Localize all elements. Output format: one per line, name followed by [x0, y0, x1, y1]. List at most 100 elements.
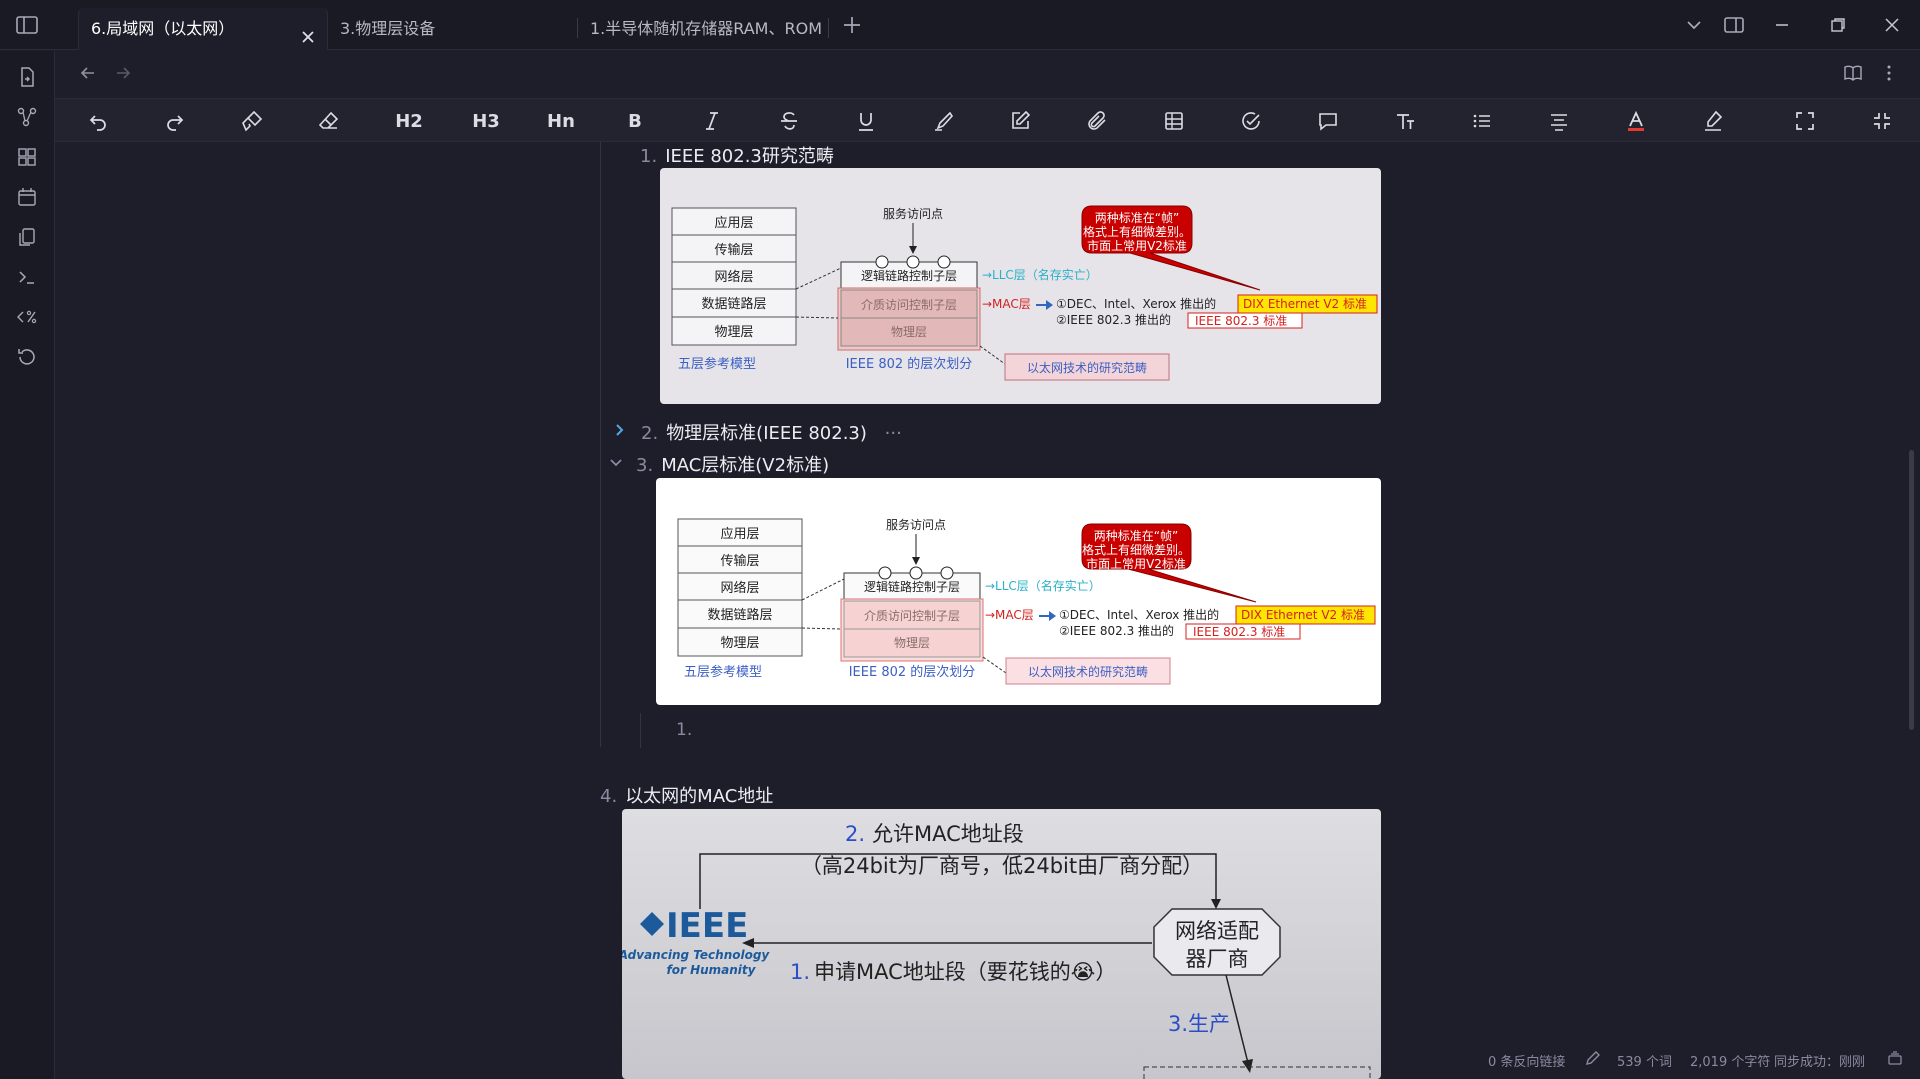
mac-note: →MAC层 — [982, 297, 1031, 311]
list-item[interactable]: 3.MAC层标准(V2标准) — [636, 451, 829, 477]
attachment-paperclip-icon[interactable] — [1084, 108, 1110, 134]
canvas-grid-icon[interactable] — [15, 145, 39, 169]
more-options-icon[interactable] — [1878, 62, 1900, 84]
bulleted-list-icon[interactable] — [1469, 108, 1495, 134]
calendar-icon[interactable] — [15, 185, 39, 209]
layer-label: 数据链路层 — [701, 296, 766, 312]
list-number: 2. — [641, 423, 659, 444]
edit-pencil-icon[interactable] — [1584, 1049, 1602, 1071]
list-item-empty[interactable]: 1. — [676, 720, 700, 740]
text-size-icon[interactable] — [1392, 108, 1418, 134]
indent-guide — [600, 142, 601, 747]
tab-local-area-network[interactable]: 6.局域网（以太网） — [78, 8, 328, 50]
backlinks-count[interactable]: 0 条反向链接 — [1488, 1055, 1566, 1070]
tab-divider — [577, 18, 578, 38]
highlight-color-icon[interactable] — [1700, 108, 1726, 134]
undo-icon[interactable] — [85, 108, 111, 134]
bold-button[interactable]: B — [628, 110, 642, 132]
vendor-label: 网络适配 — [1175, 919, 1259, 943]
comment-icon[interactable] — [1315, 108, 1341, 134]
llc-note: →LLC层（名存实亡） — [982, 267, 1098, 282]
right-sidebar-toggle-icon[interactable] — [1722, 13, 1746, 37]
mac-address-figure: 2. 允许MAC地址段 （高24bit为厂商号，低24bit由厂商分配） IEE… — [622, 809, 1381, 1079]
ieee-tagline: for Humanity — [667, 963, 757, 977]
step-2-text: 允许MAC地址段 — [872, 822, 1024, 846]
caption: 五层参考模型 — [684, 664, 762, 680]
sidebar-toggle-icon[interactable] — [14, 12, 40, 38]
ieee-8023-highlight: IEEE 802.3 标准 — [1193, 625, 1285, 639]
list-number: 1. — [676, 720, 693, 740]
back-arrow-icon[interactable] — [77, 62, 99, 84]
list-number: 1. — [640, 146, 658, 167]
template-percent-icon[interactable] — [15, 305, 39, 329]
llc-box: 逻辑链路控制子层 — [861, 268, 957, 283]
heading-3-button[interactable]: H3 — [472, 110, 500, 132]
layer-label: 物理层 — [720, 636, 759, 651]
edit-square-pen-icon[interactable] — [1007, 108, 1033, 134]
llc-note: →LLC层（名存实亡） — [985, 578, 1101, 593]
fullscreen-expand-icon[interactable] — [1792, 108, 1818, 134]
callout-text: 市面上常用V2标准 — [1086, 556, 1186, 571]
layers-stack-icon[interactable] — [1886, 1049, 1904, 1071]
highlighter-brush-icon[interactable] — [930, 108, 956, 134]
mac-note: →MAC层 — [985, 608, 1034, 622]
close-icon[interactable] — [299, 20, 317, 43]
expanded-chevron-down-icon[interactable] — [607, 454, 625, 472]
list-item[interactable]: 2.物理层标准(IEEE 802.3) ··· — [641, 419, 902, 445]
step-1-text: 申请MAC地址段（要花钱的😭） — [814, 960, 1116, 984]
layer-label: 网络层 — [720, 580, 759, 596]
new-tab-plus-icon[interactable] — [840, 13, 864, 37]
step-2-subtext: （高24bit为厂商号，低24bit由厂商分配） — [801, 854, 1203, 878]
reading-view-book-icon[interactable] — [1842, 62, 1864, 84]
collapsed-chevron-right-icon[interactable] — [611, 421, 629, 439]
format-painter-icon[interactable] — [239, 108, 265, 134]
redo-icon[interactable] — [162, 108, 188, 134]
standard-line-1: ①DEC、Intel、Xerox 推出的 — [1056, 296, 1216, 311]
step-number: 1. — [790, 960, 810, 984]
history-icon[interactable] — [15, 345, 39, 369]
collapse-shrink-icon[interactable] — [1869, 108, 1895, 134]
dix-v2-highlight: DIX Ethernet V2 标准 — [1241, 608, 1365, 622]
table-icon[interactable] — [1161, 108, 1187, 134]
terminal-icon[interactable] — [15, 265, 39, 289]
open-quick-switcher-icon[interactable] — [15, 65, 39, 89]
heading-2-button[interactable]: H2 — [395, 110, 423, 132]
eraser-icon[interactable] — [316, 108, 342, 134]
close-window-icon[interactable] — [1880, 13, 1904, 37]
list-number: 3. — [636, 455, 654, 476]
status-bar: 0 条反向链接 539 个词 2,019 个字符 同步成功：刚刚 — [1480, 1048, 1920, 1072]
list-item[interactable]: 1.IEEE 802.3研究范畴 — [640, 142, 834, 168]
strikethrough-icon[interactable] — [776, 108, 802, 134]
sync-status[interactable]: 同步成功：刚刚 — [1774, 1055, 1866, 1070]
underline-icon[interactable] — [853, 108, 879, 134]
tab-physical-layer-devices[interactable]: 3.物理层设备 — [328, 8, 578, 50]
checklist-circle-icon[interactable] — [1238, 108, 1264, 134]
layer-label: 物理层 — [714, 325, 753, 340]
italic-icon[interactable] — [699, 108, 725, 134]
restore-icon[interactable] — [1826, 13, 1850, 37]
scope-box: 以太网技术的研究范畴 — [1027, 360, 1147, 375]
collapsed-ellipsis[interactable]: ··· — [884, 423, 902, 444]
tab-divider — [828, 18, 829, 38]
graph-view-icon[interactable] — [15, 105, 39, 129]
copy-pages-icon[interactable] — [15, 225, 39, 249]
layer-label: 传输层 — [714, 242, 753, 258]
caption: 五层参考模型 — [678, 356, 756, 372]
tab-list-chevron-down-icon[interactable] — [1682, 13, 1706, 37]
phy-box: 物理层 — [894, 636, 930, 650]
tab-label: 6.局域网（以太网） — [91, 19, 235, 38]
tab-ram-rom[interactable]: 1.半导体随机存储器RAM、ROM — [578, 8, 828, 50]
word-count: 539 个词 — [1617, 1055, 1672, 1070]
font-color-icon[interactable] — [1623, 108, 1649, 134]
callout-text: 格式上有细微差别。 — [1082, 542, 1190, 557]
minimize-icon[interactable] — [1770, 13, 1794, 37]
callout-text: 格式上有细微差别。 — [1083, 224, 1191, 239]
list-item[interactable]: 4.以太网的MAC地址 — [600, 782, 773, 808]
forward-arrow-icon[interactable] — [112, 62, 134, 84]
mac-box: 介质访问控制子层 — [861, 298, 957, 312]
caption: IEEE 802 的层次划分 — [846, 356, 973, 372]
mac-layer-figure: 应用层 传输层 网络层 数据链路层 物理层 五层参考模型 服务访问点 逻辑链路控… — [656, 478, 1381, 705]
align-center-icon[interactable] — [1546, 108, 1572, 134]
vertical-scrollbar[interactable] — [1909, 450, 1914, 730]
heading-n-button[interactable]: Hn — [547, 110, 575, 132]
